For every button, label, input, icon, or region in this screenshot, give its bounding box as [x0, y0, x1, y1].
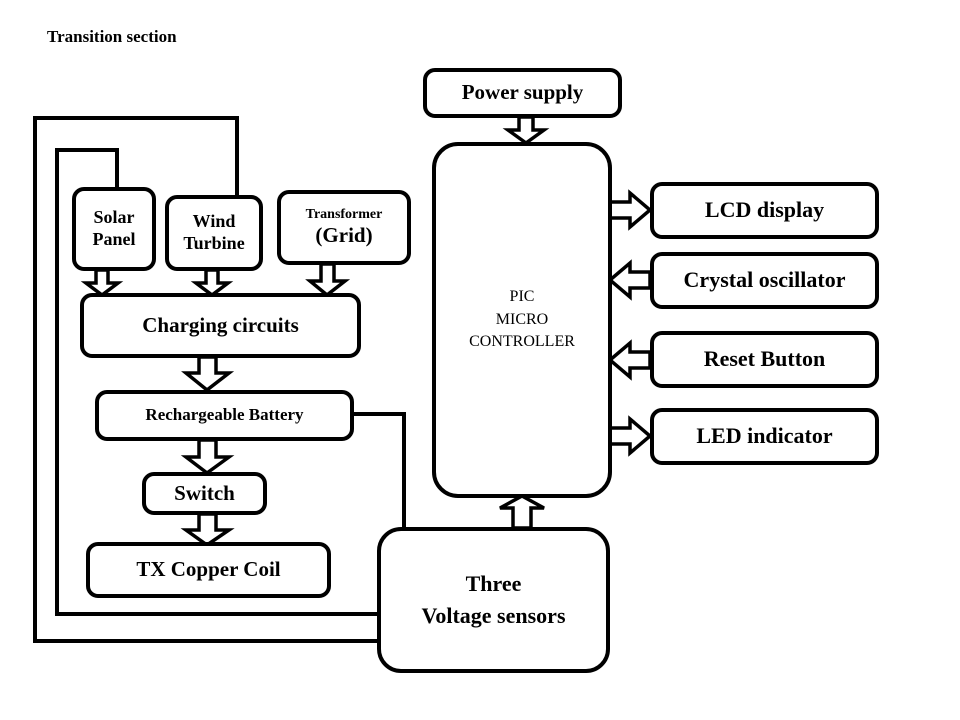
- solar-panel-label-line2: Panel: [92, 229, 136, 249]
- arrow-wind-to-charging: [190, 268, 234, 298]
- led-indicator-label: LED indicator: [696, 423, 833, 449]
- tx-copper-coil-block: TX Copper Coil: [86, 542, 331, 598]
- transformer-label-line2: (Grid): [315, 223, 373, 248]
- voltage-sensors-label-line1: Three: [465, 571, 522, 597]
- diagram-title: Transition section: [47, 27, 177, 46]
- reset-button-label: Reset Button: [703, 346, 826, 372]
- power-supply-block: Power supply: [423, 68, 622, 118]
- arrow-crystal-to-mcu: [607, 259, 652, 301]
- rechargeable-battery-label: Rechargeable Battery: [145, 405, 304, 425]
- wind-turbine-label-line1: Wind: [192, 211, 236, 232]
- mcu-label-line3: CONTROLLER: [469, 333, 575, 351]
- arrow-charging-to-battery: [181, 355, 235, 393]
- voltage-sensors-label-line2: Voltage sensors: [421, 603, 566, 628]
- lcd-display-block: LCD display: [650, 182, 879, 239]
- arrow-solar-to-charging: [80, 268, 124, 298]
- led-indicator-block: LED indicator: [650, 408, 879, 465]
- switch-block: Switch: [142, 472, 267, 515]
- arrow-mcu-to-lcd: [608, 189, 653, 231]
- wire-battery-to-sensor: [353, 412, 406, 528]
- wind-turbine-label-line2: Turbine: [183, 233, 245, 253]
- mcu-label-line2: MICRO: [495, 310, 549, 328]
- arrow-reset-to-mcu: [607, 339, 652, 381]
- wind-turbine-block: Wind Turbine: [165, 195, 263, 271]
- charging-circuits-block: Charging circuits: [80, 293, 361, 358]
- transformer-block: Transformer (Grid): [277, 190, 411, 265]
- solar-panel-label-line1: Solar: [93, 207, 135, 228]
- reset-button-block: Reset Button: [650, 331, 879, 388]
- charging-circuits-label: Charging circuits: [142, 312, 299, 337]
- arrow-power-to-mcu: [502, 115, 550, 146]
- voltage-sensors-block: Three Voltage sensors: [377, 527, 610, 673]
- mcu-label-line1: PIC: [509, 288, 535, 306]
- transformer-label-line1: Transformer: [305, 206, 383, 222]
- power-supply-label: Power supply: [461, 80, 584, 105]
- solar-panel-block: Solar Panel: [72, 187, 156, 271]
- pic-microcontroller-block: PIC MICRO CONTROLLER: [432, 142, 612, 498]
- crystal-oscillator-block: Crystal oscillator: [650, 252, 879, 309]
- lcd-display-label: LCD display: [704, 197, 825, 223]
- arrow-sensor-to-mcu: [499, 494, 545, 530]
- wire-sensor-to-solar: [55, 148, 380, 616]
- arrow-transformer-to-charging: [305, 262, 351, 298]
- wire-sensor-to-wind: [33, 116, 380, 643]
- rechargeable-battery-block: Rechargeable Battery: [95, 390, 354, 441]
- switch-label: Switch: [174, 480, 235, 505]
- crystal-oscillator-label: Crystal oscillator: [683, 267, 846, 293]
- arrow-switch-to-coil: [180, 512, 235, 548]
- arrow-mcu-to-led: [608, 415, 653, 457]
- tx-copper-coil-label: TX Copper Coil: [136, 557, 281, 582]
- arrow-battery-to-switch: [180, 438, 235, 476]
